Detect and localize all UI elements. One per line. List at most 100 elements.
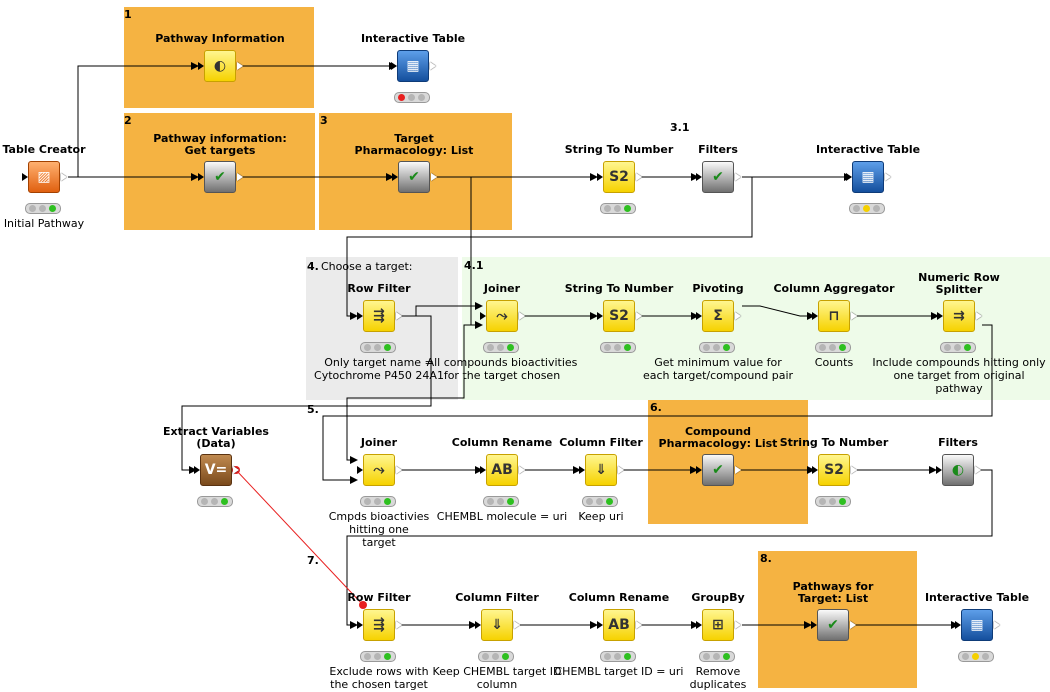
output-port[interactable] <box>636 312 642 320</box>
output-port[interactable] <box>636 621 642 629</box>
table-view-icon[interactable]: ▦ <box>961 609 993 641</box>
column-filter-icon[interactable]: ⇓ <box>481 609 513 641</box>
column-rename-icon[interactable]: AB <box>486 454 518 486</box>
output-port[interactable] <box>431 173 437 181</box>
input-port[interactable] <box>811 621 817 629</box>
output-port[interactable] <box>519 466 525 474</box>
node-pathway-info[interactable]: Pathway Information◐ <box>155 33 285 82</box>
input-port[interactable] <box>696 621 702 629</box>
output-port[interactable] <box>850 621 856 629</box>
node-interactive-table-3[interactable]: Interactive Table▦ <box>917 592 1037 662</box>
joiner-icon[interactable]: ⤳ <box>363 454 395 486</box>
table-view-icon[interactable]: ▦ <box>397 50 429 82</box>
input-port[interactable] <box>696 173 702 181</box>
string-to-number-icon[interactable]: S2 <box>603 161 635 193</box>
output-port[interactable] <box>618 466 624 474</box>
output-port[interactable] <box>396 621 402 629</box>
output-port[interactable] <box>735 466 741 474</box>
string-to-number-icon[interactable]: S2 <box>818 454 850 486</box>
input-port[interactable] <box>391 62 397 70</box>
row-filter-icon[interactable]: ⇶ <box>363 300 395 332</box>
output-port[interactable] <box>885 173 891 181</box>
input-port[interactable] <box>357 466 363 474</box>
node-joiner-1[interactable]: Joiner⤳All compounds bioactivities for t… <box>427 283 578 383</box>
input-port[interactable] <box>357 621 363 629</box>
node-row-filter-2[interactable]: Row Filter⇶Exclude rows with the chosen … <box>319 592 439 692</box>
input-port[interactable] <box>480 312 486 320</box>
input-port[interactable] <box>955 621 961 629</box>
input-port[interactable] <box>198 62 204 70</box>
checkmark-icon[interactable]: ✔ <box>398 161 430 193</box>
input-port[interactable] <box>475 621 481 629</box>
output-port[interactable] <box>237 62 243 70</box>
output-port[interactable] <box>851 312 857 320</box>
node-column-aggregator[interactable]: Column Aggregator⊓Counts <box>773 283 894 370</box>
output-port[interactable] <box>61 173 67 181</box>
output-port[interactable] <box>514 621 520 629</box>
node-numeric-row-splitter[interactable]: Numeric Row Splitter⇉Include compounds h… <box>872 272 1045 396</box>
node-table-creator[interactable]: Table Creator▨Initial Pathway <box>0 144 104 231</box>
node-interactive-table-1[interactable]: Interactive Table▦ <box>353 33 473 103</box>
checkmark-icon[interactable]: ✔ <box>702 161 734 193</box>
input-port[interactable] <box>812 466 818 474</box>
input-port[interactable] <box>198 173 204 181</box>
output-port[interactable] <box>396 466 402 474</box>
input-port[interactable] <box>936 466 942 474</box>
output-port[interactable] <box>851 466 857 474</box>
joiner-icon[interactable]: ⤳ <box>486 300 518 332</box>
output-port[interactable] <box>519 312 525 320</box>
output-port[interactable] <box>976 312 982 320</box>
input-port[interactable] <box>597 173 603 181</box>
node-row-filter-1[interactable]: Row Filter⇶Only target name = Cytochrome… <box>314 283 444 383</box>
column-aggregator-icon[interactable]: ⊓ <box>818 300 850 332</box>
node-pathway-targets[interactable]: Pathway information: Get targets✔ <box>153 133 287 193</box>
output-port[interactable] <box>396 312 402 320</box>
node-interactive-table-2[interactable]: Interactive Table▦ <box>808 144 928 214</box>
input-port[interactable] <box>597 312 603 320</box>
input-port[interactable] <box>696 312 702 320</box>
output-port[interactable] <box>994 621 1000 629</box>
node-column-filter-2[interactable]: Column Filter⇓Keep CHEMBL target ID colu… <box>433 592 562 692</box>
input-port[interactable] <box>22 173 28 181</box>
input-port[interactable] <box>937 312 943 320</box>
node-extract-variables[interactable]: Extract Variables (Data)V= <box>156 426 276 507</box>
input-port[interactable] <box>194 466 200 474</box>
input-port[interactable] <box>579 466 585 474</box>
metanode-icon[interactable]: ◐ <box>942 454 974 486</box>
output-port[interactable] <box>735 621 741 629</box>
output-port[interactable] <box>237 173 243 181</box>
checkmark-icon[interactable]: ✔ <box>702 454 734 486</box>
input-port[interactable] <box>392 173 398 181</box>
pivoting-icon[interactable]: Σ <box>702 300 734 332</box>
input-port[interactable] <box>597 621 603 629</box>
table-creator-icon[interactable]: ▨ <box>28 161 60 193</box>
column-filter-icon[interactable]: ⇓ <box>585 454 617 486</box>
table-view-icon[interactable]: ▦ <box>852 161 884 193</box>
output-port[interactable] <box>735 312 741 320</box>
metanode-icon[interactable]: ◐ <box>204 50 236 82</box>
string-to-number-icon[interactable]: S2 <box>603 300 635 332</box>
node-target-pharm[interactable]: Target Pharmacology: List✔ <box>354 133 474 193</box>
input-port[interactable] <box>357 312 363 320</box>
node-compound-pharm[interactable]: Compound Pharmacology: List✔ <box>658 426 778 486</box>
node-column-filter-1[interactable]: Column Filter⇓Keep uri <box>541 437 661 524</box>
extract-variables-icon[interactable]: V= <box>200 454 232 486</box>
node-filters-1[interactable]: Filters✔ <box>658 144 778 193</box>
column-rename-icon[interactable]: AB <box>603 609 635 641</box>
row-splitter-icon[interactable]: ⇉ <box>943 300 975 332</box>
node-filters-2[interactable]: Filters◐ <box>898 437 1018 486</box>
output-port[interactable] <box>430 62 436 70</box>
output-port[interactable] <box>636 173 642 181</box>
node-joiner-2[interactable]: Joiner⤳Cmpds bioactivies hitting one tar… <box>319 437 439 550</box>
variable-port-in[interactable] <box>359 601 367 609</box>
checkmark-icon[interactable]: ✔ <box>204 161 236 193</box>
node-groupby[interactable]: GroupBy⊞Remove duplicates <box>658 592 778 692</box>
input-port[interactable] <box>696 466 702 474</box>
input-port[interactable] <box>480 466 486 474</box>
